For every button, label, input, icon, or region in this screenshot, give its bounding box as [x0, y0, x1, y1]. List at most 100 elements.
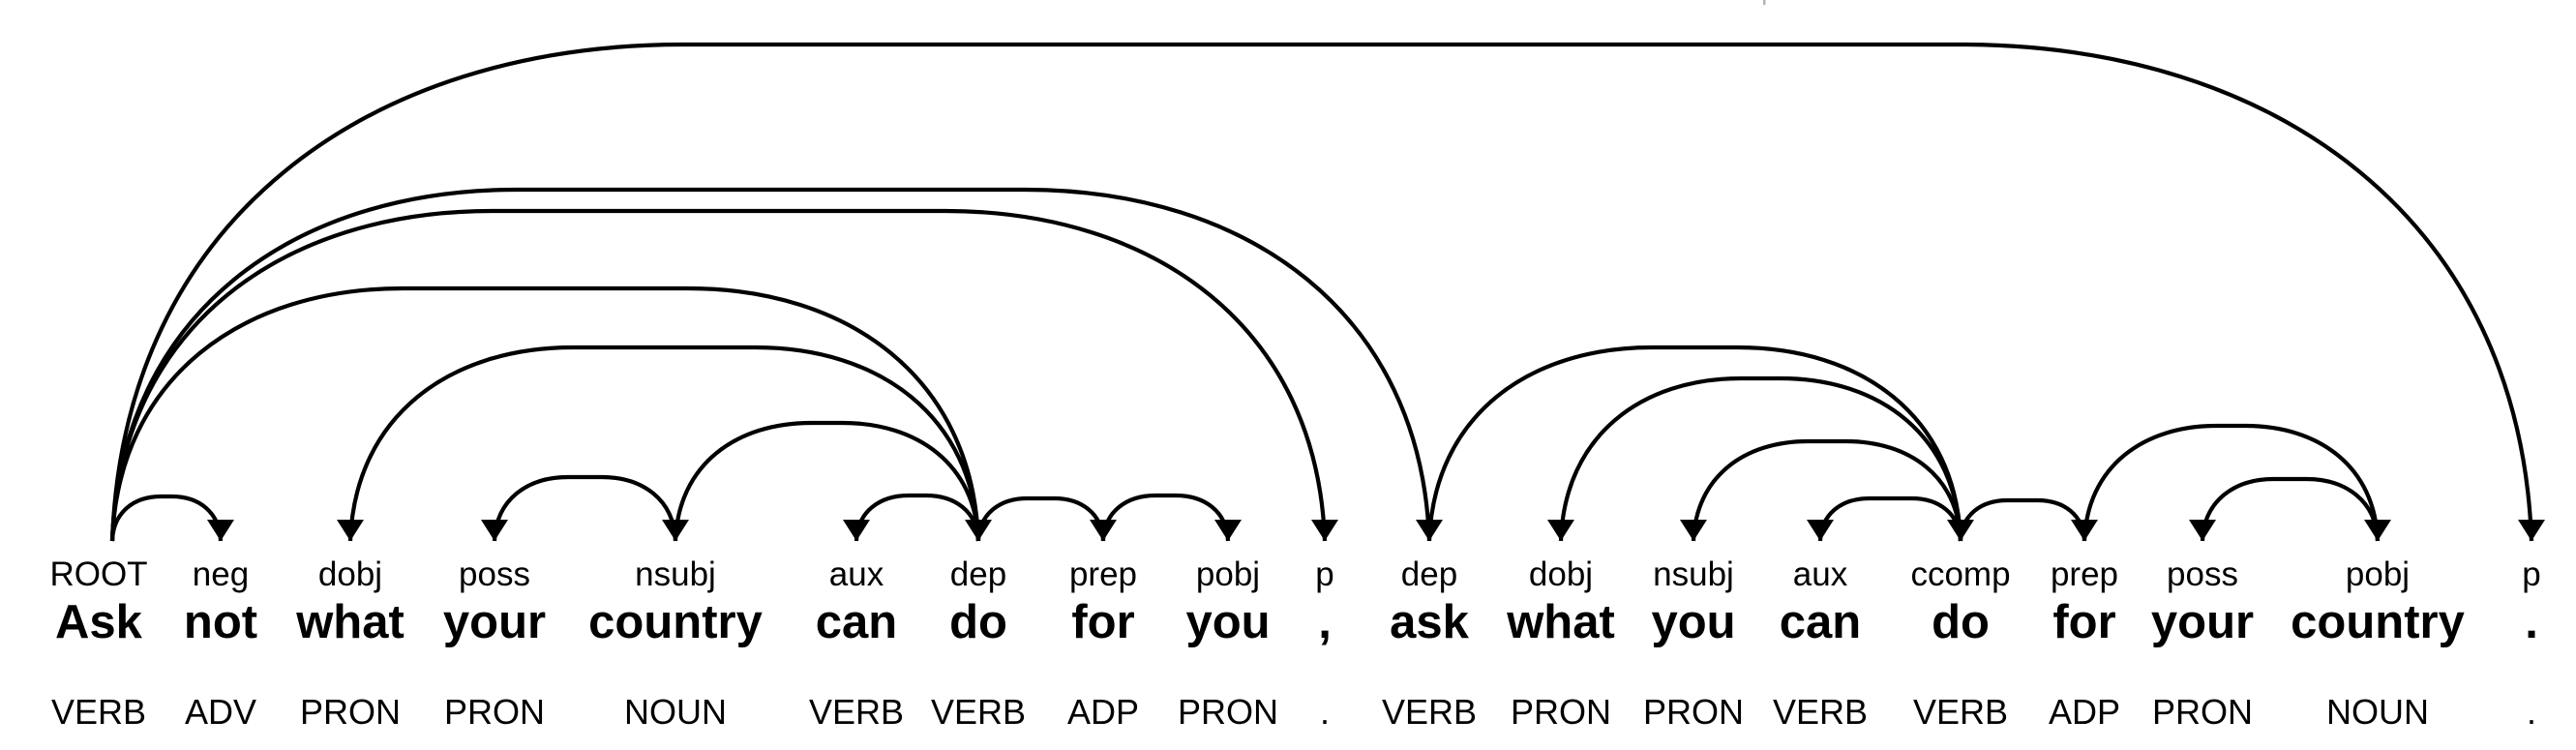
arrowhead-nsubj-3 — [662, 520, 689, 541]
arrowhead-dep-5 — [965, 520, 992, 541]
arrowhead-nsubj-12 — [1680, 520, 1707, 541]
token-word-0-ask: Ask — [55, 596, 143, 648]
token-word-12-you: you — [1651, 596, 1735, 648]
dep-label-8-you: pobj — [1196, 555, 1260, 593]
token-word-13-can: can — [1780, 596, 1861, 648]
arrows-layer — [207, 520, 2545, 541]
pos-tag-0-ask: VERB — [51, 692, 146, 732]
token-word-17-country: country — [2291, 596, 2465, 648]
pos-tag-3-your: PRON — [444, 692, 545, 732]
dependency-arc-dobj-10 — [1558, 375, 1963, 542]
arrowhead-poss-16 — [2189, 520, 2216, 541]
dep-label-5-can: aux — [829, 555, 884, 593]
token-word-7-for: for — [1071, 596, 1134, 648]
dep-label-15-for: prep — [2051, 555, 2118, 593]
pos-tag-1-not: ADV — [185, 692, 256, 732]
arrowhead-p-17 — [2518, 520, 2545, 541]
token-word-5-can: can — [816, 596, 897, 648]
dependency-arc-neg-0 — [109, 494, 224, 542]
arrowhead-aux-4 — [843, 520, 870, 541]
dependency-arc-prep-14 — [1958, 497, 2087, 542]
pos-tag-6-do: VERB — [931, 692, 1026, 732]
dep-label-6-do: dep — [950, 555, 1006, 593]
pos-tag-9--: . — [1320, 692, 1330, 732]
arcs-layer — [109, 42, 2534, 542]
dep-label-10-ask: dep — [1401, 555, 1457, 593]
arrowhead-pobj-15 — [2364, 520, 2391, 541]
dependency-arc-pobj-15 — [2082, 423, 2381, 542]
dependency-arc-aux-4 — [854, 493, 981, 542]
artifact-tick — [1763, 0, 1766, 5]
dep-label-0-ask: ROOT — [49, 555, 147, 593]
dep-label-17-country: pobj — [2346, 555, 2410, 593]
pos-tag-7-for: ADP — [1067, 692, 1139, 732]
token-word-3-your: your — [443, 596, 546, 648]
pos-tag-4-country: NOUN — [624, 692, 727, 732]
token-word-1-not: not — [184, 596, 257, 648]
dep-label-4-country: nsubj — [635, 555, 716, 593]
pos-tag-10-ask: VERB — [1382, 692, 1477, 732]
token-word-2-what: what — [295, 596, 404, 648]
pos-tag-13-can: VERB — [1773, 692, 1868, 732]
arrowhead-neg-0 — [207, 520, 234, 541]
dep-label-3-your: poss — [459, 555, 530, 593]
token-word-8-you: you — [1185, 596, 1270, 648]
dependency-arc-p-17 — [109, 42, 2534, 542]
token-word-10-ask: ask — [1390, 596, 1470, 648]
dep-label-11-what: dobj — [1529, 555, 1593, 593]
pos-tag-15-for: ADP — [2049, 692, 2120, 732]
dep-label-1-not: neg — [193, 555, 249, 593]
token-word-6-do: do — [949, 596, 1007, 648]
arrowhead-prep-14 — [2071, 520, 2098, 541]
arrowhead-dobj-10 — [1547, 520, 1574, 541]
dep-label-9--: p — [1315, 555, 1333, 593]
token-word-11-what: what — [1506, 596, 1615, 648]
pos-tag-14-do: VERB — [1913, 692, 2008, 732]
pos-tag-8-you: PRON — [1178, 692, 1278, 732]
dep-label-14-do: ccomp — [1910, 555, 2010, 593]
arrowhead-poss-2 — [481, 520, 508, 541]
dependency-arc-poss-2 — [492, 474, 678, 542]
arrowhead-dobj-1 — [337, 520, 364, 541]
dependency-arc-pobj-7 — [1100, 493, 1231, 542]
dep-label-2-what: dobj — [318, 555, 382, 593]
dep-label-16-your: poss — [2167, 555, 2238, 593]
dependency-arc-nsubj-12 — [1691, 438, 1963, 542]
dependency-arc-prep-6 — [975, 495, 1106, 542]
token-word-16-your: your — [2151, 596, 2254, 648]
token-word-4-country: country — [588, 596, 763, 648]
dep-label-7-for: prep — [1069, 555, 1137, 593]
dep-labels-row: ROOT neg dobj poss nsubj aux dep prep pobj p dep do… — [49, 555, 2540, 593]
dependency-arc-nsubj-3 — [673, 420, 981, 542]
pos-tag-2-what: PRON — [300, 692, 401, 732]
dependency-arc-dobj-1 — [347, 345, 981, 542]
dependency-arc-dep-9 — [109, 187, 1432, 542]
pos-tag-17-country: NOUN — [2326, 692, 2429, 732]
arrowhead-ccomp-11 — [1947, 520, 1974, 541]
dep-label-12-you: nsubj — [1653, 555, 1734, 593]
token-word-14-do: do — [1932, 596, 1990, 648]
token-word-15-for: for — [2052, 596, 2115, 648]
pos-tag-12-you: PRON — [1643, 692, 1744, 732]
pos-tags-row: VERB ADV PRON PRON NOUN VERB VERB ADP PRON. VERB P… — [51, 692, 2536, 732]
pos-tag-16-your: PRON — [2152, 692, 2253, 732]
token-word-18--: . — [2525, 596, 2538, 648]
arrowhead-pobj-7 — [1214, 520, 1242, 541]
dependency-arc-ccomp-11 — [1426, 345, 1963, 542]
arrowhead-aux-13 — [1807, 520, 1834, 541]
dep-label-18--: p — [2522, 555, 2540, 593]
pos-tag-11-what: PRON — [1511, 692, 1611, 732]
arrowhead-dep-9 — [1416, 520, 1443, 541]
dependency-arc-aux-13 — [1817, 495, 1963, 542]
dependency-arc-p-8 — [109, 208, 1328, 542]
pos-tag-5-can: VERB — [809, 692, 904, 732]
dependency-arc-poss-16 — [2200, 476, 2381, 542]
token-word-9--: , — [1318, 596, 1332, 648]
dep-label-13-can: aux — [1793, 555, 1848, 593]
pos-tag-18--: . — [2527, 692, 2536, 732]
dependency-arc-dep-5 — [109, 285, 981, 542]
arrowhead-p-8 — [1311, 520, 1338, 541]
